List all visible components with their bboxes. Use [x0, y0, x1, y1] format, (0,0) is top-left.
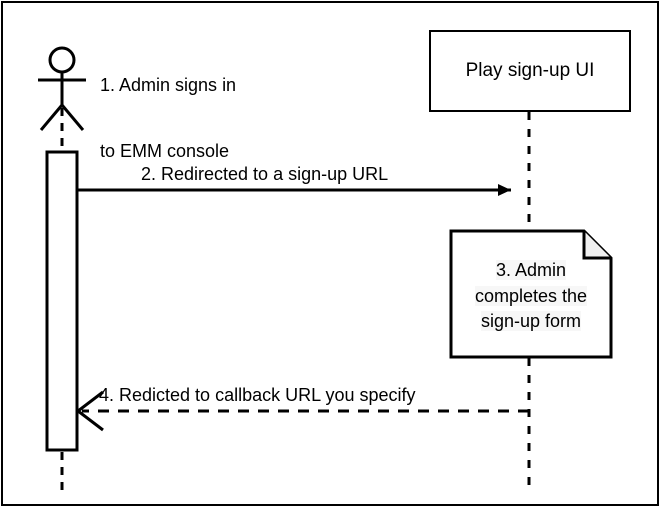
note-step3-line-3-text: sign-up form — [480, 311, 582, 332]
actor-leg-left — [39, 104, 64, 131]
participant-box-play-signup-ui[interactable]: Play sign-up UI — [429, 30, 631, 112]
message-4-label: 4. Redicted to callback URL you specify — [99, 385, 416, 405]
actor-admin-figure — [38, 46, 86, 131]
participant-label-play-signup-ui: Play sign-up UI — [465, 60, 595, 81]
message-2-label: 2. Redirected to a sign-up URL — [141, 164, 389, 184]
note-step3-line-2-text: completes the — [474, 285, 588, 306]
note-step3-line-2: completes the — [450, 284, 612, 310]
actor-activation-bar — [45, 150, 79, 452]
step-1-caption: 1. Admin signs in to EMM console — [100, 31, 236, 207]
actor-leg-right — [60, 104, 85, 131]
note-fold-corner-icon — [582, 231, 611, 260]
note-step3[interactable]: 3. Admin completes the sign-up form — [450, 230, 612, 358]
actor-head-icon — [48, 46, 76, 74]
step-1-caption-line-1: 1. Admin signs in — [100, 74, 237, 95]
note-step3-line-3: sign-up form — [450, 309, 612, 335]
note-step3-text: 3. Admin completes the sign-up form — [450, 258, 612, 335]
note-step3-line-1: 3. Admin — [450, 258, 612, 284]
message-4-arrowhead-icon — [75, 390, 104, 432]
note-step3-line-1-text: 3. Admin — [495, 260, 567, 280]
step-1-caption-line-2: to EMM console — [100, 140, 230, 161]
